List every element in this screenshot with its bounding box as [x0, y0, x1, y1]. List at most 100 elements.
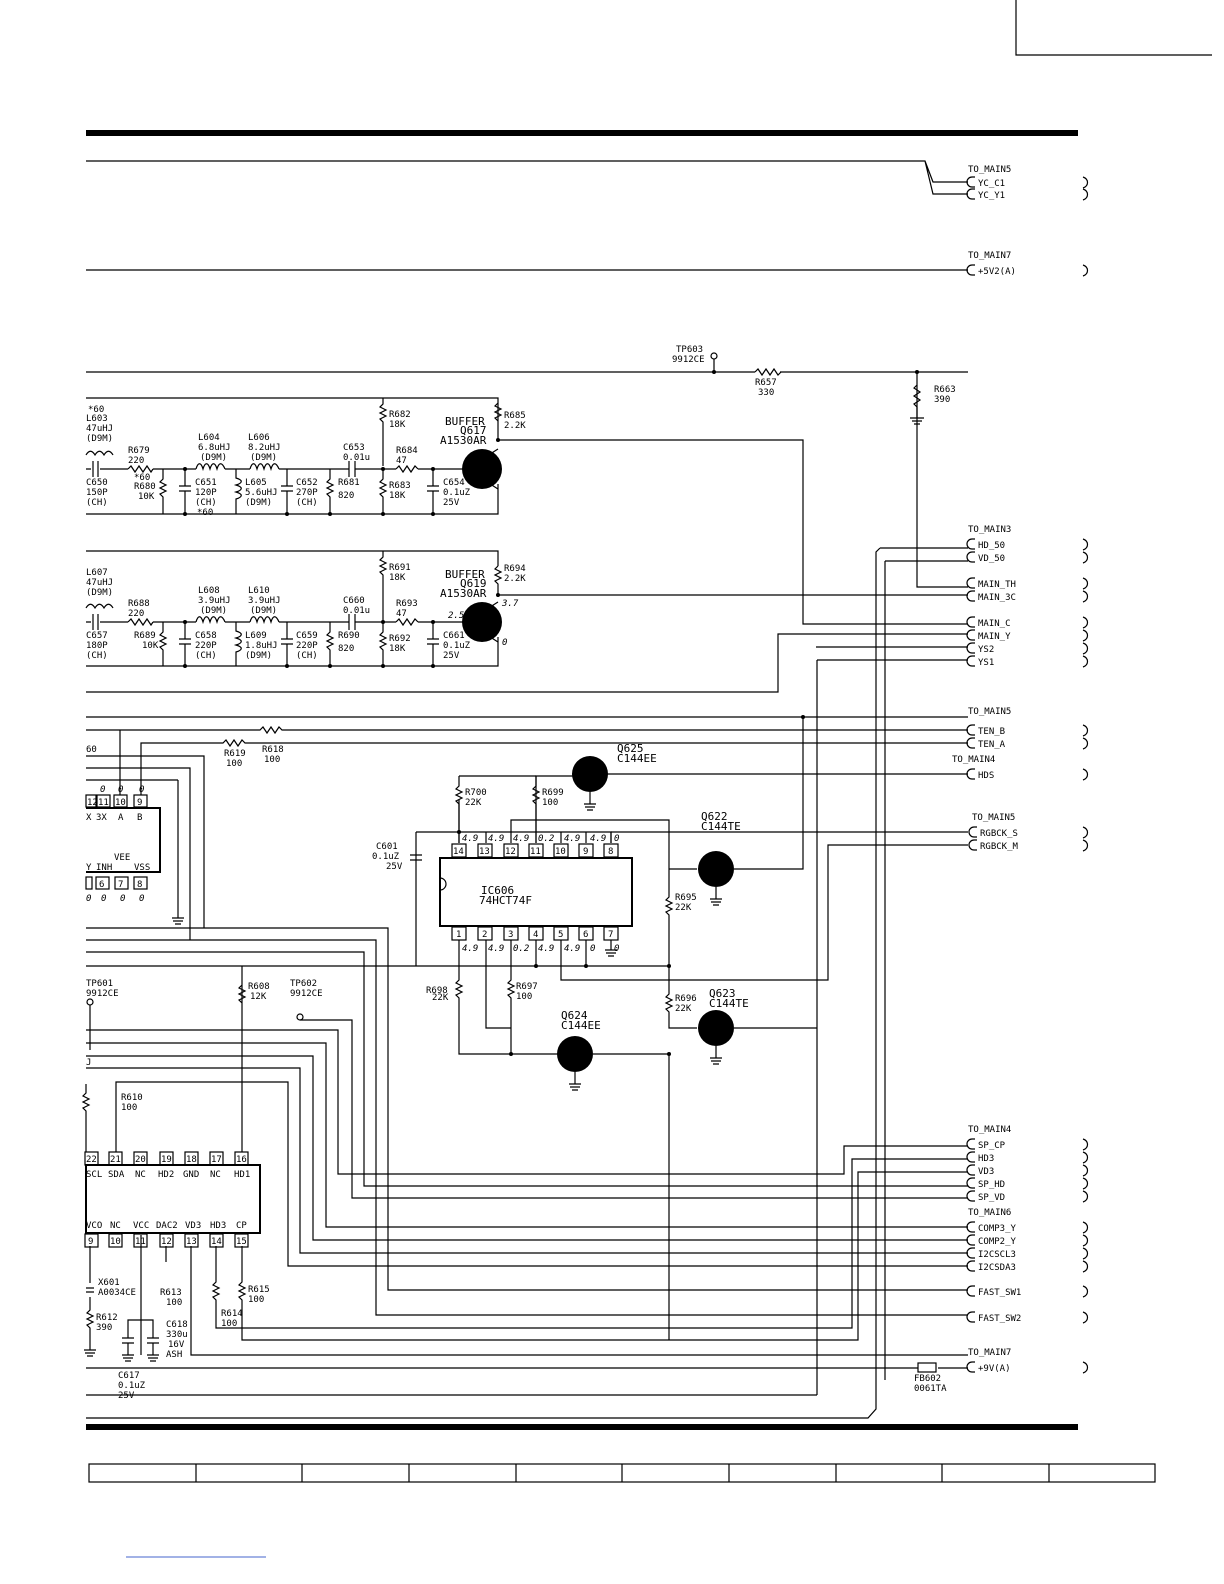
r663-value: 390 — [934, 395, 950, 405]
pin-hd50: HD_50 — [978, 541, 1005, 551]
ic606-pin-4: 4 — [533, 930, 538, 940]
c651-type: (CH) — [195, 498, 217, 508]
r683-label: R683 — [389, 481, 411, 491]
ic-func-dac2: DAC2 — [156, 1221, 178, 1231]
ic606-v-13: 4.9 — [488, 834, 504, 844]
mux-func-y: Y — [86, 863, 92, 873]
tp603-type: 9912CE — [672, 355, 705, 365]
q623-type: C144TE — [709, 997, 749, 1010]
r689-label: R689 — [134, 631, 156, 641]
pin-hd3: HD3 — [978, 1154, 994, 1164]
c659-label: C659 — [296, 631, 318, 641]
c618-voltage: 16V — [168, 1340, 185, 1350]
buffer1-label: BUFFER — [445, 415, 485, 428]
pin-vd50: VD_50 — [978, 554, 1005, 564]
conn-main5b-title: TO_MAIN5 — [968, 707, 1011, 717]
x601-label: X601 — [98, 1278, 120, 1288]
ic606-v-12: 4.9 — [513, 834, 529, 844]
mux-v-10: 0 — [118, 785, 123, 795]
ic606-section — [86, 717, 968, 1340]
r681-label: R681 — [338, 478, 360, 488]
ic-func-nc1: NC — [135, 1170, 146, 1180]
mux-func-a: A — [118, 813, 124, 823]
c651-value: 120P — [195, 488, 217, 498]
l606-value: 8.2uHJ — [248, 443, 281, 453]
l608-type: (D9M) — [200, 606, 227, 616]
r698-label: R698 — [426, 986, 448, 996]
r693-label: R693 — [396, 599, 418, 609]
mux-ic — [85, 780, 184, 925]
r698-value: 22K — [432, 993, 449, 1003]
q619-label: Q619 — [460, 577, 487, 590]
bottom-border-bar — [86, 1424, 1078, 1430]
r684-value: 47 — [396, 456, 407, 466]
ic606-type: 74HCT74F — [479, 894, 532, 907]
ic606-pin-8: 8 — [608, 847, 613, 857]
mux-func-inh: INH — [96, 863, 112, 873]
c617-label: C617 — [118, 1371, 140, 1381]
pin-comp3-y: COMP3_Y — [978, 1224, 1017, 1234]
r615-label: R615 — [248, 1285, 270, 1295]
conn-main3-title: TO_MAIN3 — [968, 525, 1011, 535]
r612-value: 390 — [96, 1323, 112, 1333]
ic-pin-18: 18 — [186, 1155, 197, 1165]
pin-main-c: MAIN_C — [978, 619, 1011, 629]
r699-value: 100 — [542, 798, 558, 808]
c658-value: 220P — [195, 641, 217, 651]
pin-hds: HDS — [978, 771, 994, 781]
tp601-type: 9912CE — [86, 989, 119, 999]
top-border-bar — [86, 130, 1078, 136]
r679-value: 220 — [128, 456, 144, 466]
mux-v-b3: 0 — [120, 894, 125, 904]
ic-pin-13: 13 — [186, 1237, 197, 1247]
l607-label: L607 — [86, 568, 108, 578]
c660-value: 0.01u — [343, 606, 370, 616]
ic-func-scl: SCL — [86, 1170, 102, 1180]
r697-value: 100 — [516, 992, 532, 1002]
mux-v-9: 0 — [139, 785, 144, 795]
r699-label: R699 — [542, 788, 564, 798]
pin-ys1: YS1 — [978, 658, 994, 668]
c653-label: C653 — [343, 443, 365, 453]
pin-9va: +9V(A) — [978, 1364, 1011, 1374]
conn-main7a-title: TO_MAIN7 — [968, 251, 1011, 261]
ic-pin-21: 21 — [110, 1155, 121, 1165]
ic-pin-17: 17 — [211, 1155, 222, 1165]
c653-value: 0.01u — [343, 453, 370, 463]
tp603-label: TP603 — [676, 345, 703, 355]
c659-type: (CH) — [296, 651, 318, 661]
c618-type: ASH — [166, 1350, 182, 1360]
q623-label: Q623 — [709, 987, 736, 1000]
c654-label: C654 — [443, 478, 465, 488]
mux-pin-11: 11 — [98, 798, 109, 808]
yc-net — [86, 160, 968, 195]
r682-label: R682 — [389, 410, 411, 420]
c617-value: 0.1uZ — [118, 1381, 146, 1391]
r695-label: R695 — [675, 893, 697, 903]
pin-sp-vd: SP_VD — [978, 1193, 1005, 1203]
c650-value: 150P — [86, 488, 108, 498]
mux-v-b1: 0 — [86, 894, 91, 904]
r614-label: R614 — [221, 1309, 243, 1319]
ic606-pin-13: 13 — [479, 847, 490, 857]
tp602-label: TP602 — [290, 979, 317, 989]
ic606-pin-3: 3 — [508, 930, 513, 940]
ic606-v-3: 0.2 — [513, 944, 529, 954]
ic-func-nc2: NC — [210, 1170, 221, 1180]
l605-label: L605 — [245, 478, 267, 488]
ic606-v-5: 4.9 — [564, 944, 580, 954]
conn-main5a-title: TO_MAIN5 — [968, 165, 1011, 175]
ic606-pin-11: 11 — [530, 847, 541, 857]
r608-value: 12K — [250, 992, 267, 1002]
ic-func-hd1: HD1 — [234, 1170, 250, 1180]
pin-i2csda3: I2CSDA3 — [978, 1263, 1016, 1273]
mid-routing — [86, 547, 968, 1419]
conn-main4a-title: TO_MAIN4 — [952, 755, 995, 765]
r610-label: R610 — [121, 1093, 143, 1103]
tp602-type: 9912CE — [290, 989, 323, 999]
r690-label: R690 — [338, 631, 360, 641]
ic606-v-7: 0 — [614, 944, 619, 954]
mux-pin-10: 10 — [115, 798, 126, 808]
c652-type: (CH) — [296, 498, 318, 508]
tp601-label: TP601 — [86, 979, 113, 989]
